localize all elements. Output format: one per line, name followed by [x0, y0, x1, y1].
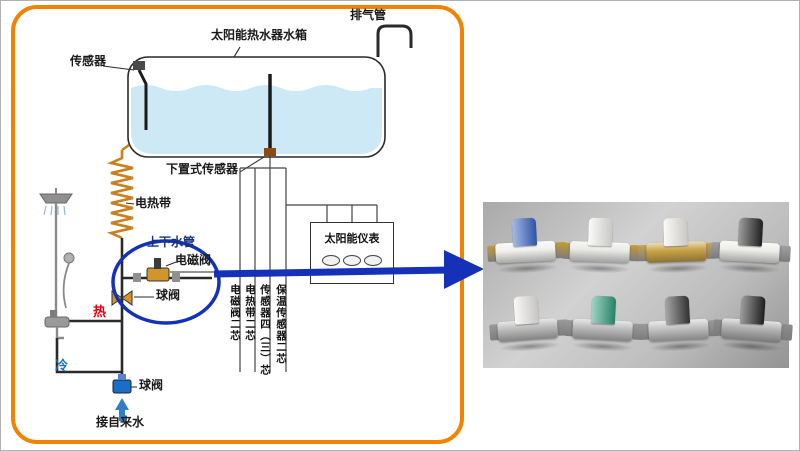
control-wires: [239, 156, 378, 372]
wire-label-insulation-sensor-2core: 保温传感器二芯: [275, 284, 287, 365]
tap-water-arrow: [115, 398, 129, 421]
shower: [39, 188, 75, 340]
valve-cap: [513, 295, 540, 325]
exhaust-pipe: [376, 24, 413, 57]
valve-fitting-right: [780, 324, 793, 341]
ball-valve-upper-label: 球阀: [156, 288, 181, 302]
valve-cap: [590, 295, 617, 325]
solenoid-coil-head: [154, 258, 161, 269]
hand-shower: [63, 252, 75, 264]
water-pipe-label: 上下水管: [147, 235, 196, 249]
valve-product-photo: [483, 202, 793, 368]
bottom-sensor-label: 下置式传感器: [166, 162, 239, 176]
controller-indicator: [321, 255, 340, 266]
tap-water-label: 接自来水: [96, 415, 145, 429]
controller-title: 太阳能仪表: [324, 232, 380, 245]
tank-water: [131, 85, 382, 154]
ball-valve-lower-symbol: [112, 379, 132, 394]
shower-head: [39, 193, 73, 204]
valve-product-black-cap: [711, 216, 791, 269]
sensor-label: 传感器: [70, 54, 107, 68]
controller-indicator: [342, 255, 361, 266]
heating-band-coil: [106, 143, 134, 240]
wire-label-sensor-4core: 传感器四（三）芯: [259, 284, 271, 376]
tank-label: 太阳能热水器水箱: [211, 28, 308, 42]
valve-product-green-cap: [564, 294, 644, 347]
valve-cap: [737, 217, 764, 247]
valve-cap: [739, 295, 766, 325]
valve-cap: [663, 217, 689, 247]
heating-band-label: 电热带: [135, 196, 172, 210]
controller-indicator: [364, 255, 383, 266]
hot-label: 热: [93, 305, 107, 320]
bottom-sensor-tip: [264, 148, 276, 156]
solenoid-valve-label: 电磁阀: [175, 253, 212, 267]
sensor-probe: [137, 69, 148, 130]
diagram-drawing: [11, 5, 464, 444]
valve-product-black: [712, 294, 793, 348]
highlight-circle: [111, 239, 221, 325]
wire-label-solenoid-2core: 电磁阀二芯: [229, 284, 241, 342]
mixer-valve: [44, 316, 70, 328]
controller-indicators: [311, 255, 393, 266]
solenoid-valve-symbol: [146, 267, 170, 282]
shower-hose: [62, 262, 70, 309]
valve-product-brass: [638, 217, 718, 269]
callout-arrow: [213, 250, 484, 289]
cold-water-run: [55, 338, 122, 374]
sensor-fitting: [133, 61, 145, 70]
valve-cap: [511, 217, 538, 247]
valve-product-dark-cap: [640, 294, 720, 347]
ball-valve-lower-label: 球阀: [139, 378, 164, 392]
valve-product-blue-cap: [487, 216, 567, 269]
exhaust-pipe-label: 排气管: [350, 8, 387, 22]
valve-fitting-right: [779, 245, 791, 263]
valve-product-white: [561, 217, 641, 269]
solar-heater-diagram: 排气管 太阳能热水器水箱 传感器 下置式传感器 电热带 上下水管 电磁阀 球阀 …: [11, 5, 464, 444]
cold-label: 冷: [55, 359, 69, 374]
valve-product-silver: [489, 294, 570, 348]
wire-label-heatband-2core: 电热带二芯: [244, 284, 256, 342]
valve-cap: [664, 295, 691, 325]
valve-cap: [587, 217, 613, 247]
